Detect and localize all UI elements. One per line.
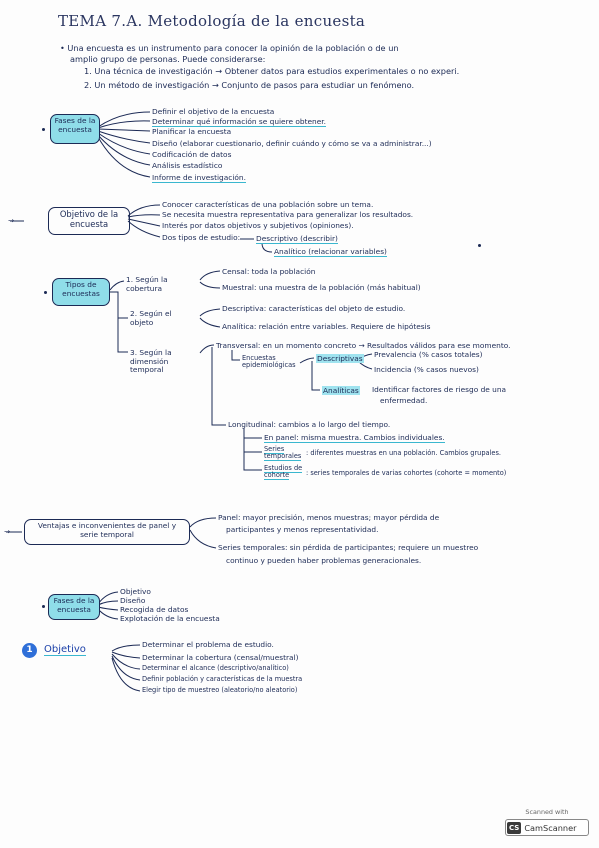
fase-item: Planificar la encuesta — [152, 127, 232, 136]
objeto-item: Analítica: relación entre variables. Req… — [222, 322, 431, 331]
objeto-label: 2. Según el objeto — [130, 309, 172, 327]
intro-item-1: 1. Una técnica de investigación → Obtene… — [84, 66, 460, 76]
obj1-item: Definir población y características de l… — [142, 675, 303, 683]
ventajas-panel-2: participantes y menos representatividad. — [226, 525, 379, 534]
ink-dot — [478, 244, 481, 247]
objetivo-item: Se necesita muestra representativa para … — [162, 210, 414, 219]
transversal: Transversal: en un momento concreto → Re… — [216, 341, 511, 350]
identificar-line-1: Identificar factores de riesgo de una — [372, 385, 507, 394]
fases2-label-box: Fases de la encuesta — [48, 594, 100, 620]
ventajas-label-box: Ventajas e inconvenientes de panel y ser… — [24, 519, 190, 545]
fase2-item: Recogida de datos — [120, 605, 189, 614]
cobertura-label: 1. Según la cobertura — [126, 275, 168, 293]
bullet-dot — [44, 291, 47, 294]
obj1-item: Determinar el problema de estudio. — [142, 640, 274, 649]
objetivo-item: Conocer características de una población… — [162, 200, 374, 209]
intro-line-2: amplio grupo de personas. Puede consider… — [70, 54, 266, 64]
fase-item: Informe de investigación. — [152, 173, 246, 183]
fase-item: Determinar qué información se quiere obt… — [152, 117, 326, 127]
encuestas-epidemiologicas: Encuestas epidemiológicas — [242, 354, 296, 370]
arrow-marker: → — [4, 527, 11, 536]
fase2-item: Objetivo — [120, 587, 151, 596]
camscanner-icon: CS — [507, 821, 522, 834]
fase2-item: Explotación de la encuesta — [120, 614, 220, 623]
analiticas-label: Analíticas — [322, 386, 360, 395]
ventajas-series-1: Series temporales: sin pérdida de partic… — [218, 543, 479, 552]
cohorte-label: Estudios de cohorte — [264, 464, 303, 481]
bullet-dot — [42, 128, 45, 131]
bullet-dot — [42, 605, 45, 608]
identificar-line-2: enfermedad. — [380, 396, 428, 405]
series-label: Series temporales — [264, 445, 302, 462]
en-panel: En panel: misma muestra. Cambios individ… — [264, 433, 445, 443]
intro-item-2: 2. Un método de investigación → Conjunto… — [84, 80, 415, 90]
camscanner-name: CamScanner — [524, 822, 577, 833]
scanned-with-text: Scanned with — [525, 808, 569, 816]
cobertura-item: Censal: toda la población — [222, 267, 316, 276]
fases-label-box: Fases de la encuesta — [50, 114, 100, 144]
objetivo-item: Interés por datos objetivos y subjetivos… — [162, 221, 354, 230]
fase2-item: Diseño — [120, 596, 146, 605]
tipos-label-box: Tipos de encuestas — [52, 278, 110, 306]
step-number-badge: 1 — [22, 643, 37, 658]
objetivo-item: Dos tipos de estudio: — [162, 233, 241, 242]
fase-item: Codificación de datos — [152, 150, 232, 159]
estudio-analitico: Analítico (relacionar variables) — [274, 247, 387, 257]
camscanner-watermark: Scanned with CS CamScanner — [505, 808, 589, 840]
cobertura-item: Muestral: una muestra de la población (m… — [222, 283, 421, 292]
series-text: : diferentes muestras en una población. … — [306, 449, 501, 457]
ventajas-series-2: continuo y pueden haber problemas genera… — [226, 556, 422, 565]
fase-item: Diseño (elaborar cuestionario, definir c… — [152, 139, 432, 148]
longitudinal: Longitudinal: cambios a lo largo del tie… — [228, 420, 391, 429]
cohorte-text: : series temporales de varias cohortes (… — [306, 469, 507, 477]
ventajas-panel-1: Panel: mayor precisión, menos muestras; … — [218, 513, 440, 522]
estudio-descriptivo: Descriptivo (describir) — [256, 234, 338, 244]
temporal-label: 3. Según la dimensión temporal — [130, 348, 172, 375]
obj1-item: Elegir tipo de muestreo (aleatorio/no al… — [142, 686, 298, 694]
arrow-marker: → — [8, 216, 15, 225]
obj1-label: Objetivo — [44, 644, 86, 656]
prevalencia: Prevalencia (% casos totales) — [374, 350, 483, 359]
obj1-item: Determinar la cobertura (censal/muestral… — [142, 653, 299, 662]
objetivo-label-box: Objetivo de la encuesta — [48, 207, 130, 235]
camscanner-logo: CS CamScanner — [505, 819, 589, 836]
page-title: TEMA 7.A. Metodología de la encuesta — [58, 12, 366, 30]
fase-item: Análisis estadístico — [152, 161, 223, 170]
fase-item: Definir el objetivo de la encuesta — [152, 107, 275, 116]
obj1-item: Determinar el alcance (descriptivo/analí… — [142, 664, 289, 672]
incidencia: Incidencia (% casos nuevos) — [374, 365, 479, 374]
objeto-item: Descriptiva: características del objeto … — [222, 304, 406, 313]
descriptivas-label: Descriptivas — [316, 354, 364, 363]
intro-line-1: • Una encuesta es un instrumento para co… — [60, 43, 399, 53]
